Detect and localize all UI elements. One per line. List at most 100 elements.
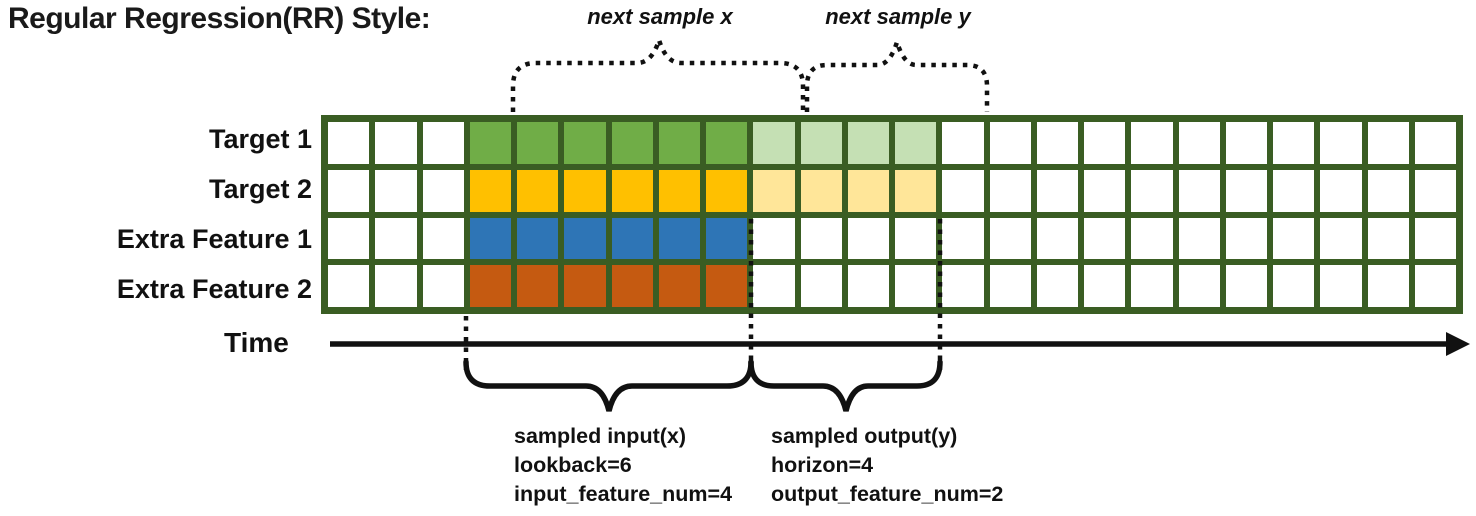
grid-cell (328, 122, 370, 164)
sample-grid (321, 115, 1463, 314)
grid-cell (847, 217, 889, 260)
grid-cell (375, 169, 417, 212)
grid-cell (1178, 169, 1220, 212)
grid-cell (706, 265, 748, 307)
grid-cell (942, 169, 984, 212)
grid-cell (753, 122, 795, 164)
grid-cell (1084, 169, 1126, 212)
sampled-output-brace (748, 359, 943, 412)
grid-cell (1273, 169, 1315, 212)
grid-cell (942, 122, 984, 164)
row-label: Target 1 (208, 124, 312, 155)
grid-cell (753, 217, 795, 260)
grid-cell (1273, 122, 1315, 164)
grid-cell (1367, 169, 1409, 212)
grid-cell (1036, 265, 1078, 307)
row-label: Target 2 (208, 174, 312, 205)
grid-cell (658, 217, 700, 260)
sampled-input-title: sampled input(x) (514, 424, 687, 448)
output-feature-num-value: output_feature_num=2 (771, 482, 1004, 506)
grid-cell (753, 265, 795, 307)
grid-cell (1131, 122, 1173, 164)
grid-cell (895, 169, 937, 212)
grid-cell (1225, 217, 1267, 260)
row-label: Extra Feature 2 (116, 273, 312, 304)
grid-cell (1131, 217, 1173, 260)
grid-cell (989, 217, 1031, 260)
grid-cell (422, 265, 464, 307)
grid-cell (328, 217, 370, 260)
grid-cell (895, 122, 937, 164)
grid-cell (1367, 217, 1409, 260)
sampled-output-title: sampled output(y) (771, 424, 958, 448)
grid-cell (517, 217, 559, 260)
grid-cell (1178, 122, 1220, 164)
grid-cell (989, 169, 1031, 212)
grid-cell (1036, 169, 1078, 212)
grid-cell (1273, 217, 1315, 260)
input-feature-num-value: input_feature_num=4 (514, 482, 733, 506)
grid-cell (706, 169, 748, 212)
time-arrowhead (1446, 332, 1470, 356)
grid-cell (1320, 265, 1362, 307)
grid-cell (1084, 265, 1126, 307)
sampled-output-annotation: sampled output(y) horizon=4 output_featu… (771, 422, 1003, 509)
grid-cell (328, 265, 370, 307)
sampled-input-annotation: sampled input(x) lookback=6 input_featur… (514, 422, 732, 509)
grid-cell (942, 265, 984, 307)
grid-cell (800, 217, 842, 260)
grid-cell (422, 217, 464, 260)
grid-cell (1225, 122, 1267, 164)
grid-cell (422, 169, 464, 212)
grid-cell (706, 122, 748, 164)
grid-cell (706, 217, 748, 260)
grid-cell (1225, 169, 1267, 212)
grid-cell (469, 122, 511, 164)
grid-cell (847, 169, 889, 212)
grid-cell (753, 169, 795, 212)
grid-cell (1273, 265, 1315, 307)
grid-cell (469, 169, 511, 212)
grid-cell (564, 265, 606, 307)
grid-cell (895, 265, 937, 307)
grid-cell (847, 122, 889, 164)
grid-cell (469, 217, 511, 260)
grid-cell (658, 122, 700, 164)
grid-cell (800, 265, 842, 307)
grid-cell (611, 217, 653, 260)
grid-cell (1414, 122, 1456, 164)
grid-cell (1036, 122, 1078, 164)
grid-cell (517, 169, 559, 212)
grid-cell (517, 265, 559, 307)
grid-cell (989, 122, 1031, 164)
grid-cell (1320, 169, 1362, 212)
grid-cell (1131, 265, 1173, 307)
grid-cell (328, 169, 370, 212)
grid-cell (1178, 217, 1220, 260)
grid-cell (1367, 122, 1409, 164)
grid-cell (375, 217, 417, 260)
grid-cell (1414, 169, 1456, 212)
grid-cell (422, 122, 464, 164)
grid-cell (564, 217, 606, 260)
grid-cell (1084, 217, 1126, 260)
grid-cell (1178, 265, 1220, 307)
horizon-value: horizon=4 (771, 453, 874, 477)
grid-cell (469, 265, 511, 307)
next-sample-y-label: next sample y (825, 4, 971, 29)
grid-cell (375, 265, 417, 307)
grid-cell (564, 169, 606, 212)
grid-cell (375, 122, 417, 164)
grid-cell (1320, 217, 1362, 260)
grid-cell (1084, 122, 1126, 164)
grid-cell (847, 265, 889, 307)
grid-cell (1036, 217, 1078, 260)
grid-cell (1414, 265, 1456, 307)
grid-cell (611, 122, 653, 164)
grid-cell (611, 265, 653, 307)
grid-cell (1225, 265, 1267, 307)
sampled-input-brace (463, 359, 754, 412)
next-sample-x-label: next sample x (587, 4, 733, 29)
grid-cell (989, 265, 1031, 307)
